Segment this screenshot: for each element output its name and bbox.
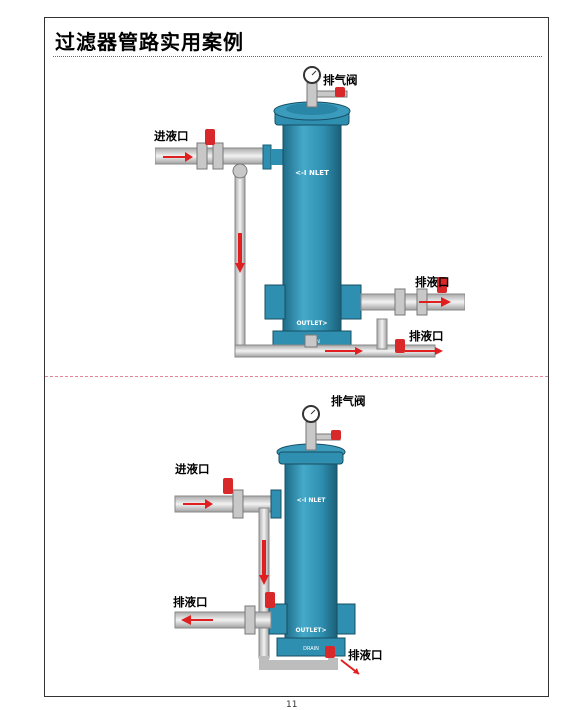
document-page: 过滤器管路实用案例 <box>44 17 549 697</box>
outlet-valve-icon <box>265 592 275 608</box>
filter-housing <box>282 110 342 347</box>
drain-bottom-label-1: 排液口 <box>409 329 444 343</box>
drain-outlet-label-1: 排液口 <box>415 275 450 289</box>
vent-valve-icon <box>335 87 345 97</box>
page-title: 过滤器管路实用案例 <box>55 30 244 54</box>
drain-marking: DRAIN <box>303 646 319 652</box>
drain-bottom-label-2: 排液口 <box>348 648 383 662</box>
inlet-marking: <-I NLET <box>297 497 327 504</box>
outlet-valve-icon <box>437 277 447 293</box>
filter-housing <box>284 451 338 653</box>
vent-label-1: 排气阀 <box>323 73 358 87</box>
drain-valve-icon <box>395 339 405 353</box>
filter-piping-diagram-2: <-I NLET OUTLET> DRAIN <box>174 405 360 675</box>
outlet-marking: OUTLET> <box>295 627 326 634</box>
filter-piping-diagram-1: <-I NLET OUTLET> DRAIN <box>155 66 465 358</box>
drain-outlet-label-2: 排液口 <box>173 595 208 609</box>
page-number: 11 <box>286 700 298 710</box>
inlet-valve-icon <box>205 129 215 145</box>
section-divider <box>45 376 548 377</box>
inlet-arrow-icon <box>163 152 193 162</box>
down-arrow-icon <box>235 233 245 273</box>
outlet-marking: OUTLET> <box>296 320 327 327</box>
inlet-valve-icon <box>223 478 233 494</box>
inlet-label-1: 进液口 <box>154 129 189 143</box>
inlet-label-2: 进液口 <box>175 462 210 476</box>
down-arrow-icon <box>259 540 269 585</box>
drain-pipe <box>259 656 338 670</box>
vent-valve-icon <box>331 430 341 440</box>
drain-arrow-icon <box>325 347 363 355</box>
inlet-marking: <-I NLET <box>295 169 329 177</box>
title-underline <box>53 56 542 57</box>
vent-label-2: 排气阀 <box>331 394 366 408</box>
drain-valve-icon <box>325 646 335 658</box>
outlet-arrow-icon <box>419 297 451 307</box>
outlet-arrow-icon <box>181 615 213 625</box>
outlet-pipe <box>360 293 465 311</box>
inlet-arrow-icon <box>183 499 213 509</box>
